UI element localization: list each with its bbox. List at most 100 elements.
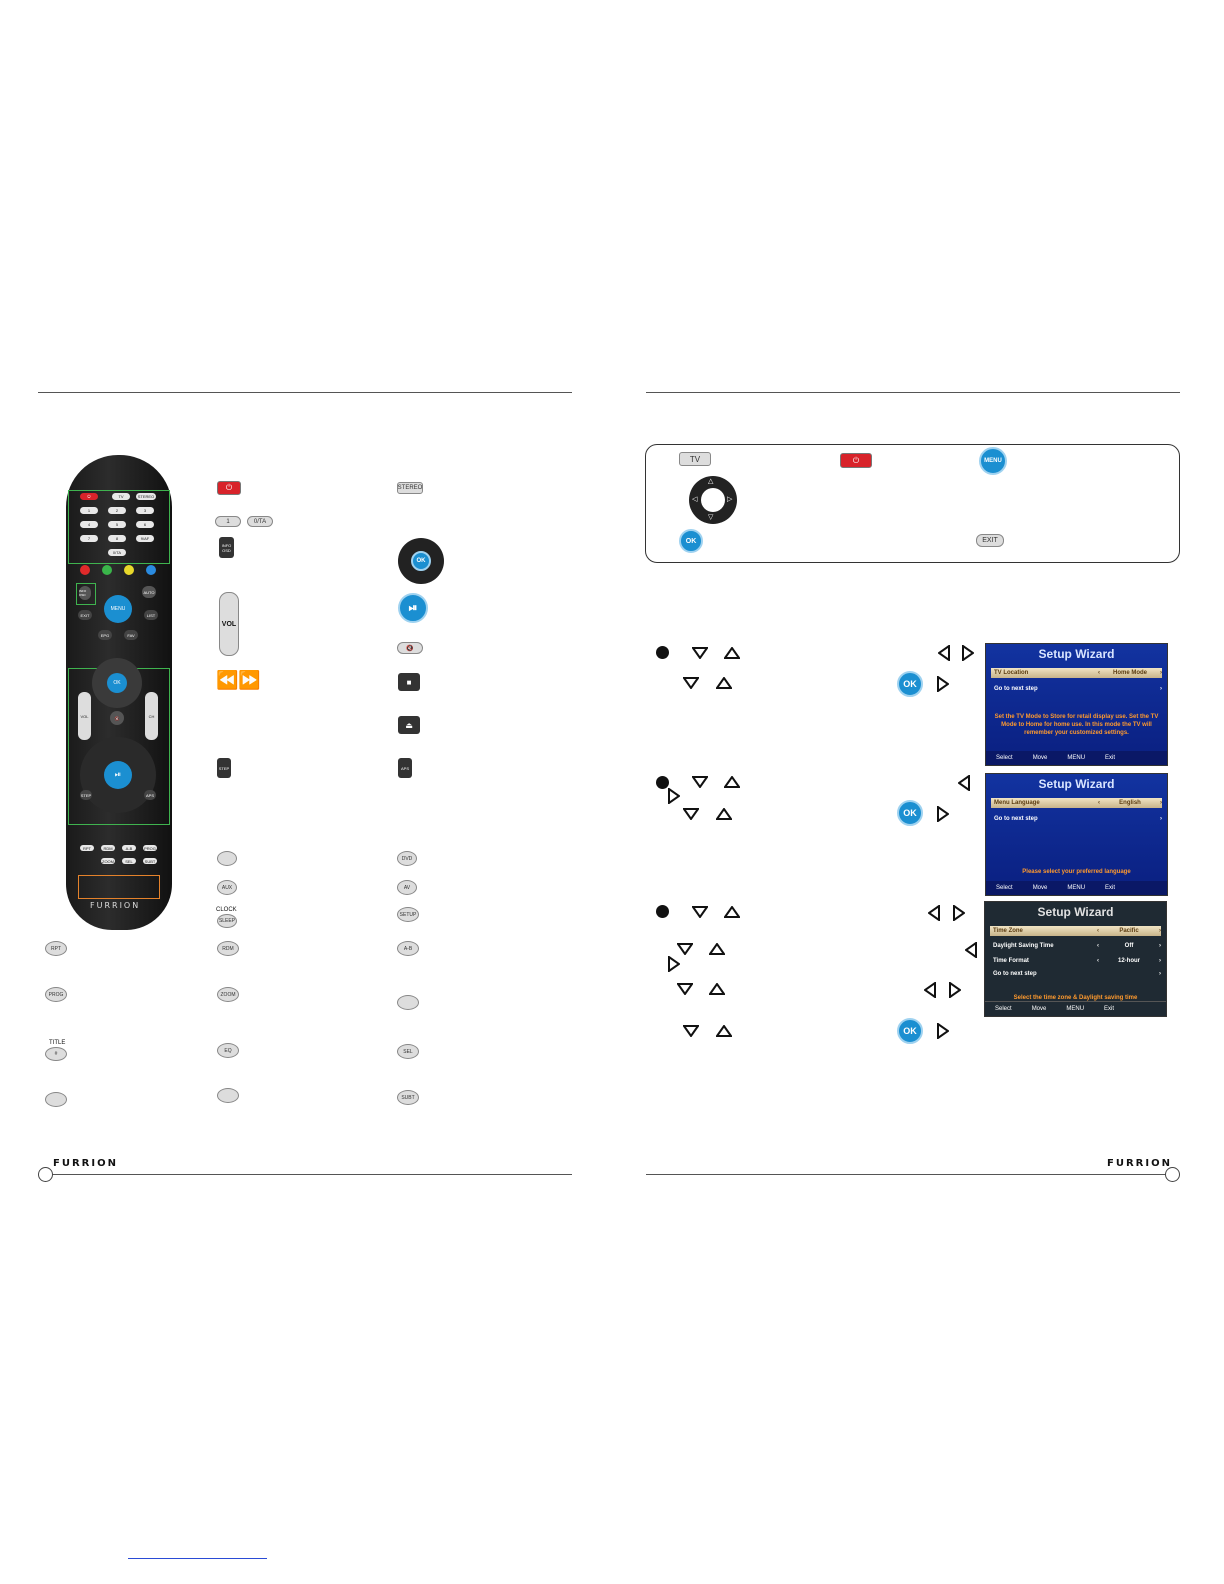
remote-step-button: STEP bbox=[80, 790, 92, 800]
infobox-ok-key: OK bbox=[679, 529, 703, 553]
screen-3-hint: Select the time zone & Daylight saving t… bbox=[1013, 995, 1138, 1001]
infobox-exit-key: EXIT bbox=[976, 534, 1004, 547]
step-3d-up-arrow-icon bbox=[716, 1025, 732, 1037]
remote-num-8: 8 bbox=[108, 535, 126, 542]
screen-3-row-1-left-chevron-icon: ‹ bbox=[1097, 928, 1099, 934]
screen-1-row-value: Home Mode bbox=[1112, 670, 1147, 676]
legend-rpt-key: RPT bbox=[45, 941, 67, 956]
legend-vol-rocker: VOL bbox=[219, 592, 239, 656]
infobox-dpad-up-icon: △ bbox=[708, 478, 714, 485]
remote-play-pause-button: ⏯ bbox=[104, 761, 132, 789]
legend-sleep-key: SLEEP bbox=[217, 914, 237, 928]
step-3-left-arrow-icon bbox=[928, 905, 940, 921]
remote-power-button: ⏻ bbox=[80, 493, 98, 500]
remote-prog-button: PROG bbox=[143, 845, 157, 851]
step-2b-right-arrow-icon bbox=[937, 806, 949, 822]
setup-wizard-screen-tv-location: Setup Wizard TV Location ‹ Home Mode › G… bbox=[985, 643, 1168, 766]
screen-1-row-2-label: Go to next step bbox=[994, 686, 1038, 692]
step-2-bullet bbox=[656, 776, 669, 789]
legend-mute-key: 🔇 bbox=[397, 642, 423, 654]
legend-rewind-ff-icons: ⏪⏩ bbox=[216, 670, 261, 690]
legend-eq-key: EQ bbox=[217, 1043, 239, 1058]
remote-top-section-outline bbox=[68, 490, 170, 564]
screen-3-row-3-left-chevron-icon: ‹ bbox=[1097, 958, 1099, 964]
screen-2-title: Setup Wizard bbox=[1038, 777, 1115, 791]
remote-fav-button: FAV bbox=[124, 630, 138, 640]
screen-2-row-2-label: Go to next step bbox=[994, 816, 1038, 822]
step-1b-right-arrow-icon bbox=[937, 676, 949, 692]
remote-num-5: 5 bbox=[108, 521, 126, 528]
remote-ok-button: OK bbox=[107, 673, 127, 693]
step-2-down-arrow-icon bbox=[692, 776, 708, 788]
step-2-up-arrow-icon bbox=[724, 776, 740, 788]
screen-2-row-menu-language: Menu Language ‹ English › bbox=[991, 798, 1162, 808]
setup-wizard-screen-language: Setup Wizard Menu Language ‹ English › G… bbox=[985, 773, 1168, 896]
remote-num-4: 4 bbox=[80, 521, 98, 528]
legend-dvd-key: DVD bbox=[397, 851, 417, 866]
remote-brand-logo: FURRION bbox=[90, 901, 141, 910]
screen-3-footer-menu: MENU bbox=[1066, 1006, 1085, 1012]
screen-3-row-3-value: 12-hour bbox=[1117, 958, 1140, 964]
screen-2-footer-select: Select bbox=[996, 885, 1013, 891]
step-3c-left-arrow-icon bbox=[924, 982, 936, 998]
screen-2-left-chevron-icon: ‹ bbox=[1098, 800, 1100, 806]
screen-3-row-3-label: Time Format bbox=[993, 958, 1029, 964]
infobox-dpad-center bbox=[701, 488, 725, 512]
legend-stereo-key: STEREO bbox=[397, 482, 423, 494]
screen-3-footer-select: Select bbox=[995, 1006, 1012, 1012]
remote-num-1: 1 bbox=[80, 507, 98, 514]
remote-num-7: 7 bbox=[80, 535, 98, 542]
remote-num-6: 6 bbox=[136, 521, 154, 528]
screen-3-footer-exit: Exit bbox=[1104, 1006, 1115, 1012]
screen-3-row-2-label: Daylight Saving Time bbox=[993, 943, 1054, 949]
step-1b-down-arrow-icon bbox=[683, 677, 699, 689]
legend-clock-label: CLOCK bbox=[216, 907, 237, 913]
remote-ab-button: A-B bbox=[122, 845, 136, 851]
remote-sel-button: SEL bbox=[122, 858, 136, 864]
remote-exit-button: EXIT bbox=[78, 610, 92, 620]
legend-setup-key: SETUP bbox=[397, 907, 419, 922]
infobox-tv-key: TV bbox=[679, 452, 711, 466]
infobox-menu-key: MENU bbox=[979, 447, 1007, 475]
legend-subt-key: SUBT bbox=[397, 1090, 419, 1105]
remote-num-2: 2 bbox=[108, 507, 126, 514]
infobox-dpad-right-icon: ▷ bbox=[727, 496, 733, 503]
remote-rpt-button: RPT bbox=[80, 845, 94, 851]
screen-1-footer-select: Select bbox=[996, 755, 1013, 761]
legend-blank-key-4 bbox=[217, 1088, 239, 1103]
step-3d-down-arrow-icon bbox=[683, 1025, 699, 1037]
step-3c-up-arrow-icon bbox=[709, 983, 725, 995]
remote-ch-rocker: CH bbox=[145, 692, 158, 740]
step-3b-left-arrow-icon bbox=[965, 942, 977, 958]
screen-2-row-label: Menu Language bbox=[994, 800, 1040, 806]
legend-play-pause-icon: ⏯ bbox=[398, 593, 428, 623]
screen-2-footer-menu: MENU bbox=[1067, 885, 1086, 891]
step-3-up-arrow-icon bbox=[724, 906, 740, 918]
screen-3-row-time-zone: Time Zone ‹ Pacific › bbox=[990, 926, 1161, 936]
screen-1-row-tv-location: TV Location ‹ Home Mode › bbox=[991, 668, 1162, 678]
infobox-dpad-left-icon: ◁ bbox=[692, 496, 698, 503]
screen-1-footer-exit: Exit bbox=[1105, 755, 1116, 761]
step-2b-down-arrow-icon bbox=[683, 808, 699, 820]
screen-1-footer: Select Move MENU Exit bbox=[986, 751, 1167, 765]
screen-3-row-daylight-saving: Daylight Saving Time ‹ Off › bbox=[990, 941, 1161, 951]
step-2-left-arrow-icon bbox=[958, 775, 970, 791]
legend-zoom-key: ZOOM bbox=[217, 987, 239, 1002]
legend-blank-key-1 bbox=[217, 851, 237, 866]
remote-bottom-section-outline bbox=[78, 875, 160, 899]
bottom-rule-left bbox=[52, 1174, 572, 1175]
top-rule-left bbox=[38, 392, 572, 393]
screen-3-row-3-right-chevron-icon: › bbox=[1159, 958, 1161, 964]
screen-3-footer-move: Move bbox=[1031, 1006, 1047, 1012]
legend-key-one: 1 bbox=[215, 516, 241, 527]
bottom-rule-right bbox=[646, 1174, 1166, 1175]
screen-2-footer: Select Move MENU Exit bbox=[986, 881, 1167, 895]
step-2-ok-key: OK bbox=[897, 800, 923, 826]
remote-red-key bbox=[80, 565, 90, 575]
top-rule-right bbox=[646, 392, 1180, 393]
screen-2-row-value: English bbox=[1119, 800, 1141, 806]
screen-3-row-4-label: Go to next step bbox=[993, 971, 1037, 977]
step-3-bullet bbox=[656, 905, 669, 918]
legend-key-zero-ta: 0/TA bbox=[247, 516, 273, 527]
screen-1-right-chevron-icon: › bbox=[1160, 670, 1162, 676]
